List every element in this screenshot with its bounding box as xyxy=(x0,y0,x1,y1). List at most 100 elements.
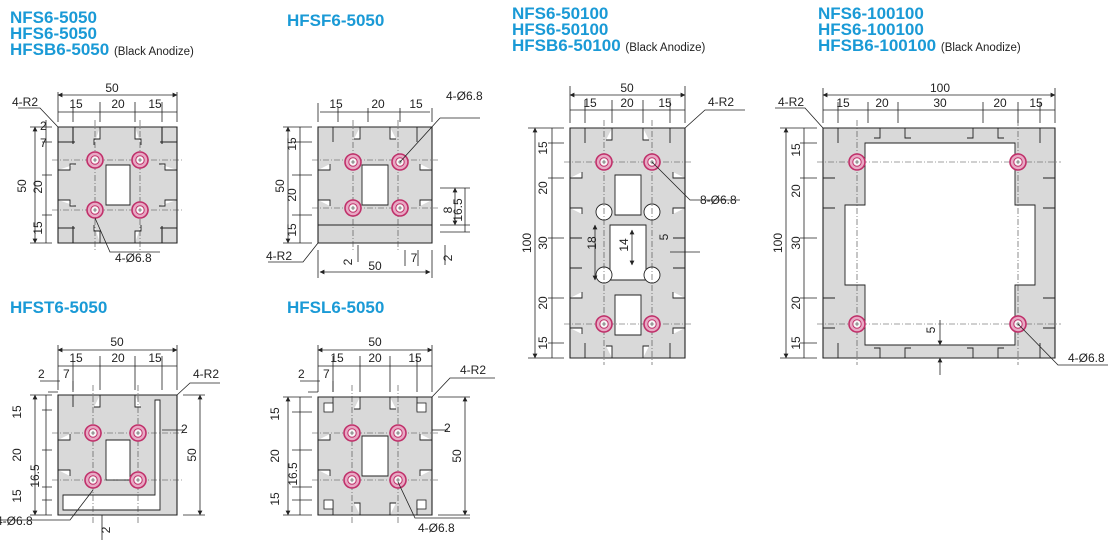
model-nfs6-50100: NFS6-50100 xyxy=(512,4,609,23)
dim-right: 15 xyxy=(148,351,162,365)
dim-v3: 16.5 xyxy=(286,462,300,486)
title-nfs6-50100: NFS6-50100 HFS6-50100 HFSB6-50100 (Black… xyxy=(512,4,706,56)
dim-v4: 15 xyxy=(268,492,282,506)
dim-slot-7: 7 xyxy=(411,251,418,265)
dim-width: 50 xyxy=(368,335,382,349)
mounting-hole xyxy=(595,315,613,333)
dim-right: 15 xyxy=(409,97,423,111)
dim-top-v: 15 xyxy=(285,137,299,151)
mounting-hole xyxy=(343,471,361,489)
model-hfsb6-100100: HFSB6-100100 (Black Anodize) xyxy=(818,36,1021,55)
dim-width: 50 xyxy=(110,335,124,349)
dim-5: 5 xyxy=(924,326,938,333)
dim-width: 100 xyxy=(930,81,950,95)
dim-mid-v: 20 xyxy=(31,180,45,194)
dim-height: 50 xyxy=(273,179,287,193)
model-nfs6-100100: NFS6-100100 xyxy=(818,4,924,23)
dim-slot-7: 7 xyxy=(323,367,330,381)
dim-v1: 15 xyxy=(268,407,282,421)
dim-mid: 20 xyxy=(111,97,125,111)
dim-v3: 30 xyxy=(789,236,803,250)
dim-width: 50 xyxy=(368,259,382,273)
dim-slot-2: 2 xyxy=(341,258,355,265)
dim-left: 15 xyxy=(330,351,344,365)
model-hfs6-5050: HFS6-5050 xyxy=(10,24,97,43)
dim-height: 100 xyxy=(771,233,785,253)
dim-slot-2c: 2 xyxy=(99,526,113,533)
dim-corner-radius: 4-R2 xyxy=(460,363,486,377)
dim-height: 50 xyxy=(15,179,29,193)
title-nfs6-5050: NFS6-5050 HFS6-5050 HFSB6-5050 (Black An… xyxy=(10,9,194,60)
dim-v5: 15 xyxy=(789,336,803,350)
dim-corner-radius: 4-R2 xyxy=(12,95,38,109)
dim-mid: 20 xyxy=(620,96,634,110)
dim-hole: 4-Ø6.8 xyxy=(418,521,455,535)
dim-corner-radius: 4-R2 xyxy=(266,249,292,263)
dims-hfsl6-5050: 50 15 20 15 4-R2 2 7 15 20 16.5 15 2 50 … xyxy=(268,335,486,535)
dim-c: 30 xyxy=(933,96,947,110)
dim-width: 50 xyxy=(105,81,119,95)
dim-b: 20 xyxy=(875,96,889,110)
dim-d: 20 xyxy=(993,96,1007,110)
dim-height: 50 xyxy=(450,449,464,463)
dim-right: 15 xyxy=(658,96,672,110)
dim-v1: 15 xyxy=(789,143,803,157)
dim-corner-radius: 4-R2 xyxy=(193,367,219,381)
dim-hole: 4-Ø6.8 xyxy=(115,251,152,265)
dim-v3: 30 xyxy=(536,236,550,250)
dims-nfs6-5050: 50 15 20 15 4-R2 2 7 50 20 15 4-Ø6.8 xyxy=(12,81,162,265)
mounting-hole xyxy=(343,424,361,442)
dim-5: 5 xyxy=(657,233,671,240)
dim-hole: 4-Ø6.8 xyxy=(446,89,483,103)
mounting-hole xyxy=(389,424,407,442)
mounting-hole xyxy=(129,424,147,442)
mounting-hole xyxy=(344,199,362,217)
mounting-hole xyxy=(643,315,661,333)
mounting-hole xyxy=(595,153,613,171)
profile-nfs6-5050 xyxy=(18,92,183,253)
dim-mid: 20 xyxy=(371,97,385,111)
dim-e: 15 xyxy=(1029,96,1043,110)
dim-hole: 4-Ø6.8 xyxy=(1068,351,1105,365)
dim-slot-2b: 2 xyxy=(444,421,451,435)
dims-hfsf6-5050: 4-Ø6.8 15 20 15 15 20 15 50 4-R2 2 50 7 … xyxy=(266,89,483,273)
dim-v1: 15 xyxy=(10,405,24,419)
model-hfs6-100100: HFS6-100100 xyxy=(818,20,924,39)
black-anodize-note: (Black Anodize) xyxy=(940,42,1021,54)
dims-nfs6-100100: 100 4-R2 15 20 30 20 15 15 20 30 20 15 1… xyxy=(771,81,1105,365)
dim-v4: 20 xyxy=(536,296,550,310)
title-hfsl6-5050: HFSL6-5050 xyxy=(287,298,385,317)
dim-corner-radius: 4-R2 xyxy=(778,95,804,109)
dim-left: 15 xyxy=(69,97,83,111)
dim-slot-2b: 2 xyxy=(181,422,188,436)
dim-corner-radius: 4-R2 xyxy=(708,95,734,109)
title-nfs6-100100: NFS6-100100 HFS6-100100 HFSB6-100100 (Bl… xyxy=(818,4,1021,56)
mounting-hole xyxy=(1009,153,1027,171)
dim-v2: 20 xyxy=(10,448,24,462)
dim-v2: 20 xyxy=(789,184,803,198)
mounting-hole xyxy=(86,201,104,219)
dim-right: 15 xyxy=(408,351,422,365)
dim-bottom-v: 15 xyxy=(285,223,299,237)
mounting-hole xyxy=(129,471,147,489)
model-hfsb6-50100: HFSB6-50100 (Black Anodize) xyxy=(512,36,706,55)
dim-v2: 20 xyxy=(268,449,282,463)
mounting-hole xyxy=(86,151,104,169)
dim-14: 14 xyxy=(617,238,631,252)
dim-slot-2: 2 xyxy=(38,367,45,381)
dim-v5: 15 xyxy=(536,336,550,350)
dim-v3: 16.5 xyxy=(28,464,42,488)
dim-v1: 15 xyxy=(536,141,550,155)
black-anodize-note: (Black Anodize) xyxy=(625,42,706,54)
mounting-hole xyxy=(344,153,362,171)
black-anodize-note: (Black Anodize) xyxy=(113,46,194,58)
dim-height: 50 xyxy=(185,448,199,462)
mounting-hole xyxy=(131,151,149,169)
dim-mid: 20 xyxy=(111,351,125,365)
mounting-hole xyxy=(391,199,409,217)
dim-mid-v: 20 xyxy=(285,188,299,202)
dim-slot-2: 2 xyxy=(298,367,305,381)
model-hfs6-50100: HFS6-50100 xyxy=(512,20,609,39)
mounting-hole xyxy=(84,424,102,442)
